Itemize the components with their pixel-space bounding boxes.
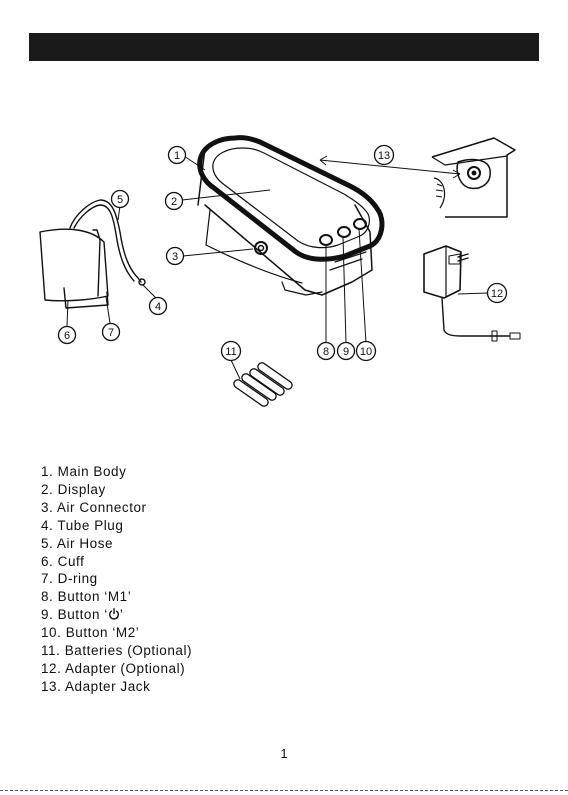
callout-6: 6	[59, 327, 76, 344]
parts-list-item: 9. Button ‘’	[41, 606, 192, 624]
svg-text:9: 9	[343, 346, 349, 358]
callout-12: 12	[488, 284, 507, 303]
bottom-divider	[0, 790, 568, 791]
main-body-drawing	[198, 138, 382, 295]
svg-text:8: 8	[323, 346, 329, 358]
batteries-drawing	[232, 361, 293, 407]
parts-list: 1. Main Body 2. Display 3. Air Connector…	[41, 463, 192, 696]
svg-text:3: 3	[172, 251, 178, 263]
parts-list-item: 8. Button ‘M1’	[41, 588, 192, 606]
svg-text:1: 1	[174, 150, 180, 162]
svg-text:2: 2	[171, 196, 177, 208]
callout-4: 4	[150, 298, 167, 315]
parts-list-item: 12. Adapter (Optional)	[41, 660, 192, 678]
svg-text:11: 11	[225, 346, 236, 358]
callout-7: 7	[103, 324, 120, 341]
parts-list-item: 1. Main Body	[41, 463, 192, 481]
product-diagram: 1 2 3 4 5 6 7 8 9 10 11 12	[0, 0, 568, 450]
parts-list-item: 3. Air Connector	[41, 499, 192, 517]
page-number: 1	[0, 746, 568, 761]
callout-2: 2	[166, 193, 183, 210]
callout-11: 11	[222, 342, 241, 361]
parts-list-item: 2. Display	[41, 481, 192, 499]
parts-list-item: 11. Batteries (Optional)	[41, 642, 192, 660]
callout-8: 8	[318, 343, 335, 360]
parts-list-item: 10. Button ‘M2’	[41, 624, 192, 642]
svg-text:5: 5	[117, 194, 123, 206]
callout-9: 9	[338, 343, 355, 360]
parts-list-item: 7. D-ring	[41, 570, 192, 588]
power-icon	[108, 608, 120, 620]
svg-text:7: 7	[108, 327, 114, 339]
parts-list-item: 5. Air Hose	[41, 535, 192, 553]
svg-text:12: 12	[491, 288, 503, 300]
callout-1: 1	[169, 147, 186, 164]
parts-list-item: 13. Adapter Jack	[41, 678, 192, 696]
svg-text:6: 6	[64, 330, 70, 342]
callout-13: 13	[375, 146, 394, 165]
callout-5: 5	[112, 191, 129, 208]
svg-text:13: 13	[378, 150, 390, 162]
svg-text:4: 4	[155, 301, 161, 313]
adapter-jack-detail	[432, 138, 515, 217]
parts-list-item: 6. Cuff	[41, 553, 192, 571]
cuff-drawing	[40, 200, 145, 308]
svg-text:10: 10	[360, 346, 372, 358]
parts-list-item: 4. Tube Plug	[41, 517, 192, 535]
callout-10: 10	[357, 342, 376, 361]
callout-3: 3	[167, 248, 184, 265]
